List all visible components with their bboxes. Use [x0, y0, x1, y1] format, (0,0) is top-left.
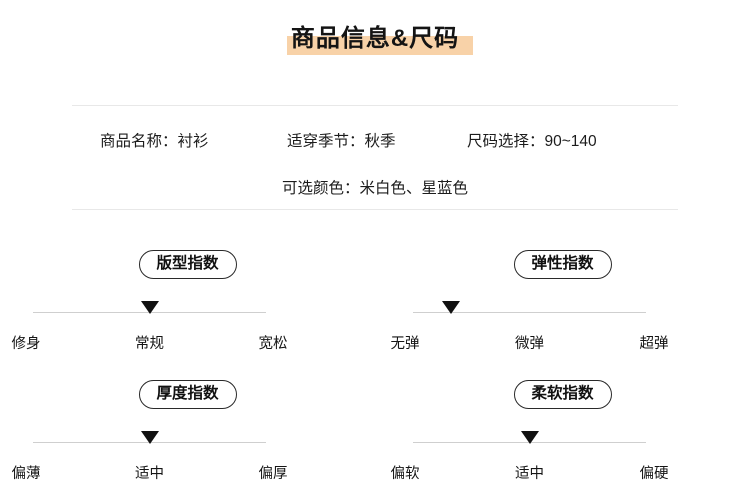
- product-name: 商品名称：衬衫: [100, 133, 209, 150]
- scale-labels-elasticity: 无弹 微弹 超弹: [379, 332, 680, 353]
- page-title-text: 商品信息&尺码: [290, 25, 460, 52]
- scale-line: [413, 312, 646, 313]
- index-card-thickness: 厚度指数 偏薄 适中 偏厚: [0, 370, 375, 500]
- scale-option: 微弹: [515, 336, 544, 352]
- scale-labels-thickness: 偏薄 适中 偏厚: [0, 462, 299, 483]
- scale-option: 宽松: [258, 336, 288, 352]
- product-size-range: 尺码选择：90~140: [467, 133, 597, 150]
- scale-option: 偏软: [390, 466, 420, 482]
- product-season: 适穿季节：秋季: [287, 133, 396, 150]
- scale-labels-softness: 偏软 适中 偏硬: [379, 462, 680, 483]
- scale-labels-fit: 修身 常规 宽松: [0, 332, 299, 353]
- product-info-row: 商品名称：衬衫 适穿季节：秋季 尺码选择：90~140: [72, 129, 678, 151]
- product-colors: 可选颜色：米白色、星蓝色: [281, 180, 468, 197]
- page-title-container: 商品信息&尺码: [0, 22, 750, 62]
- index-grid: 版型指数 修身 常规 宽松 弹性指数 无弹 微弹 超弹: [0, 240, 750, 500]
- scale-option: 超弹: [639, 336, 669, 352]
- index-scale-fit[interactable]: 修身 常规 宽松: [12, 301, 288, 352]
- index-scale-elasticity[interactable]: 无弹 微弹 超弹: [391, 301, 669, 352]
- scale-marker-elasticity: [442, 301, 461, 314]
- scale-marker-fit: [140, 301, 159, 314]
- scale-option: 无弹: [390, 336, 420, 352]
- index-row-1: 版型指数 修身 常规 宽松 弹性指数 无弹 微弹 超弹: [0, 240, 750, 370]
- scale-option: 偏薄: [11, 466, 41, 482]
- title-highlight-band: [286, 36, 474, 55]
- index-card-elasticity: 弹性指数 无弹 微弹 超弹: [375, 240, 750, 370]
- index-label-elasticity: 弹性指数: [513, 250, 612, 279]
- scale-marker-softness: [520, 431, 539, 444]
- index-scale-thickness[interactable]: 偏薄 适中 偏厚: [12, 431, 288, 482]
- scale-option: 偏厚: [258, 466, 288, 482]
- index-label-softness: 柔软指数: [513, 380, 612, 409]
- index-label-fit: 版型指数: [138, 250, 237, 279]
- index-card-fit: 版型指数 修身 常规 宽松: [0, 240, 375, 370]
- index-card-softness: 柔软指数 偏软 适中 偏硬: [375, 370, 750, 500]
- index-row-2: 厚度指数 偏薄 适中 偏厚 柔软指数 偏软 适中 偏硬: [0, 370, 750, 500]
- page-title: 商品信息&尺码: [286, 22, 474, 56]
- divider-top: [72, 105, 678, 106]
- scale-option: 偏硬: [639, 466, 669, 482]
- scale-option: 修身: [11, 336, 41, 352]
- scale-option: 适中: [135, 466, 164, 482]
- index-scale-softness[interactable]: 偏软 适中 偏硬: [391, 431, 669, 482]
- scale-option: 适中: [515, 466, 544, 482]
- scale-marker-thickness: [140, 431, 159, 444]
- index-label-thickness: 厚度指数: [138, 380, 237, 409]
- divider-bottom: [72, 209, 678, 210]
- scale-option: 常规: [135, 336, 164, 352]
